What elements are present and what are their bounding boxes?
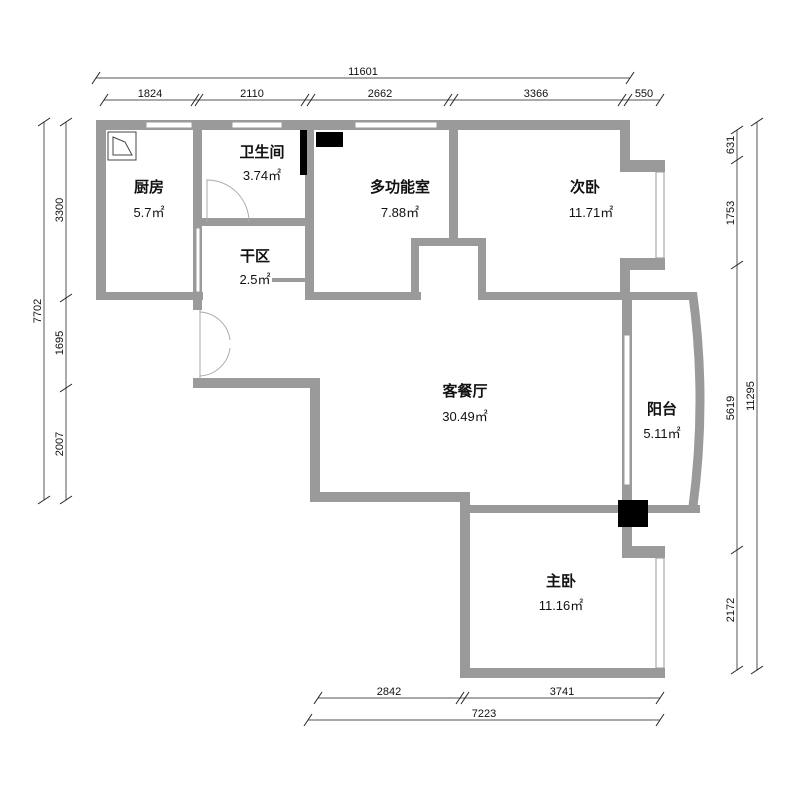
room-area-bathroom: 3.74㎡ [243, 168, 281, 183]
dim-left-2: 1695 [54, 331, 66, 355]
room-area-kitchen: 5.7㎡ [133, 205, 164, 220]
dimension-lines [37, 71, 764, 727]
room-name-dry-area: 干区 [240, 247, 270, 265]
room-name-master-bedroom: 主卧 [546, 572, 576, 590]
dimension-labels: 11601 1824 2110 2662 3366 550 7702 3300 … [32, 66, 757, 720]
room-name-balcony: 阳台 [647, 400, 677, 418]
dim-right-2: 1753 [725, 201, 737, 225]
dim-left-1: 3300 [54, 198, 66, 222]
room-area-master-bedroom: 11.16㎡ [539, 598, 584, 613]
stove-icon [107, 131, 137, 161]
columns [300, 130, 648, 527]
room-labels: 厨房 5.7㎡ 卫生间 3.74㎡ 干区 2.5㎡ 多功能室 7.88㎡ 次卧 … [133, 143, 680, 613]
dim-top-2: 2110 [240, 88, 264, 100]
room-area-balcony: 5.11㎡ [643, 426, 680, 441]
doors [199, 179, 250, 378]
dim-top-1: 1824 [138, 88, 162, 100]
windows [145, 121, 665, 669]
dim-bottom-total: 7223 [472, 708, 496, 720]
dim-left-total: 7702 [32, 299, 44, 323]
dim-top-5: 550 [635, 88, 653, 100]
room-name-living-dining: 客餐厅 [441, 382, 487, 400]
room-area-second-bedroom: 11.71㎡ [569, 205, 614, 220]
dim-top-3: 2662 [368, 88, 392, 100]
dim-right-4: 2172 [725, 598, 737, 622]
room-area-multipurpose: 7.88㎡ [381, 205, 419, 220]
dim-top-4: 3366 [524, 88, 548, 100]
room-area-living-dining: 30.49㎡ [442, 409, 488, 424]
room-name-bathroom: 卫生间 [239, 143, 284, 161]
dim-left-3: 2007 [54, 432, 66, 456]
dim-bottom-1: 2842 [377, 686, 401, 698]
room-area-dry-area: 2.5㎡ [239, 272, 270, 287]
room-name-second-bedroom: 次卧 [570, 178, 600, 196]
dim-right-3: 5619 [725, 396, 737, 420]
walls [96, 120, 705, 678]
dim-right-1: 631 [725, 136, 737, 154]
room-name-multipurpose: 多功能室 [370, 178, 430, 196]
dim-right-total: 11295 [745, 381, 757, 411]
dim-top-total: 11601 [348, 66, 378, 78]
room-name-kitchen: 厨房 [134, 178, 164, 196]
dim-bottom-2: 3741 [550, 686, 574, 698]
